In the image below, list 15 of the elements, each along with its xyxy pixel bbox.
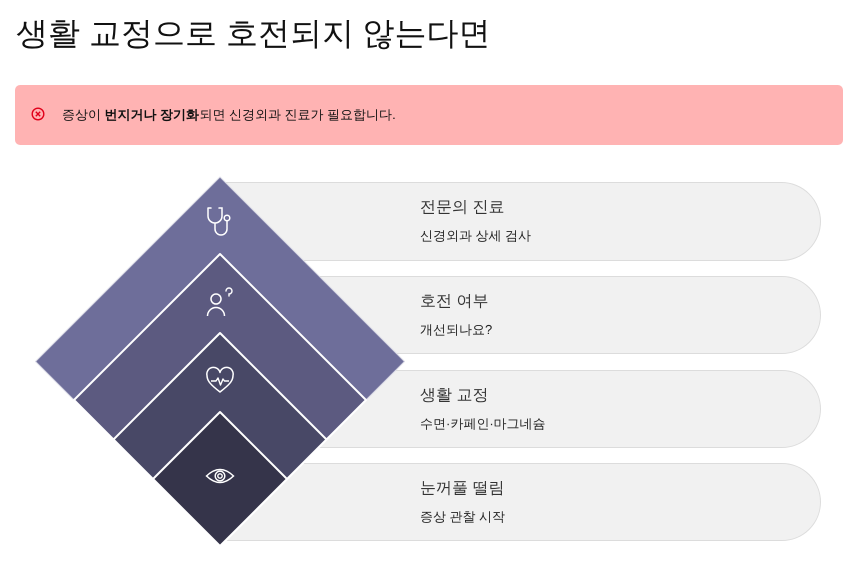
step-card: [225, 182, 821, 261]
step-card: [318, 370, 821, 448]
step-heading: 생활 교정: [420, 386, 488, 406]
step-description: 증상 관찰 시작: [420, 508, 506, 525]
step-heading: 눈꺼풀 떨림: [420, 479, 504, 499]
page-title: 생활 교정으로 호전되지 않는다면: [16, 14, 491, 53]
step-card: [319, 276, 821, 354]
step-heading: 호전 여부: [420, 292, 488, 312]
step-description: 수면·카페인·마그네슘: [420, 415, 546, 432]
step-description: 개선되나요?: [420, 321, 492, 338]
step-card: [225, 463, 821, 541]
alert-message: 증상이 번지거나 장기화되면 신경외과 진료가 필요합니다.: [62, 106, 396, 124]
step-description: 신경외과 상세 검사: [420, 227, 532, 244]
step-heading: 전문의 진료: [420, 198, 504, 218]
alert-banner: [15, 85, 843, 145]
